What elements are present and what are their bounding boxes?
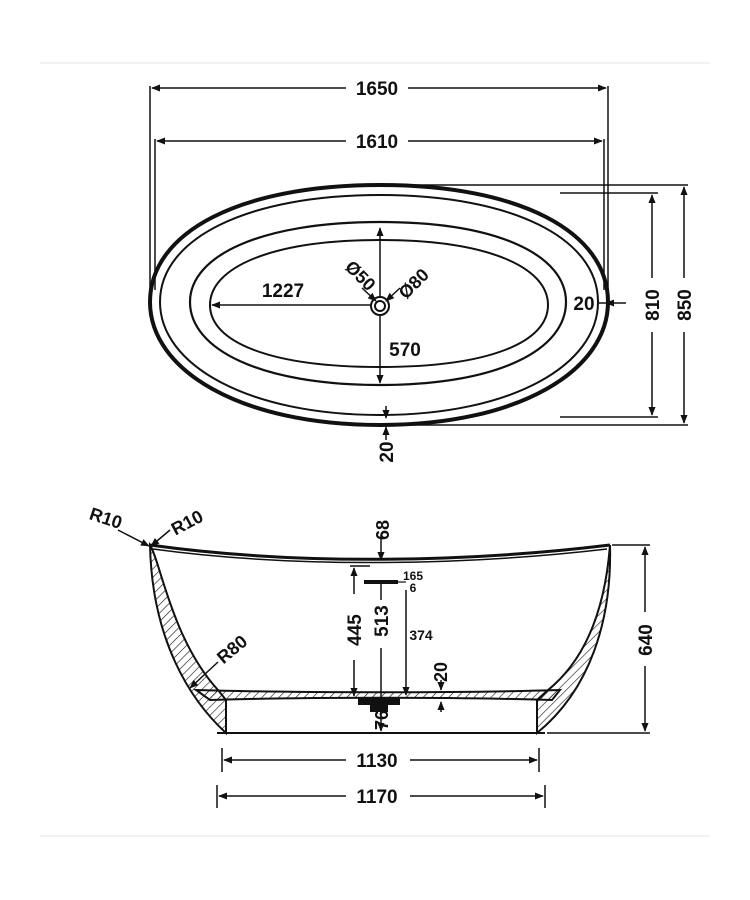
dim-20-side: 20 <box>573 294 594 315</box>
dim-640: 640 <box>636 624 657 656</box>
dim-513: 513 <box>372 605 393 637</box>
dim-850: 850 <box>675 289 696 321</box>
top-view: 1650 1610 850 810 20 20 1227 570 <box>147 79 696 463</box>
side-view: R10 R10 R80 68 165 6 445 513 374 20 76 <box>87 504 657 808</box>
drain-outer <box>370 296 390 316</box>
tub-wall-left <box>148 541 227 736</box>
dim-810: 810 <box>643 289 664 321</box>
dim-68: 68 <box>373 520 393 540</box>
dim-r10-inner: R10 <box>168 506 207 539</box>
dim-165: 165 <box>403 569 423 583</box>
dim-r80: R80 <box>213 631 251 668</box>
dim-6: 6 <box>410 581 417 595</box>
tub-rim-side <box>149 543 611 561</box>
dim-1650: 1650 <box>356 79 398 100</box>
drain-fitting <box>358 697 400 712</box>
dim-445: 445 <box>345 614 366 646</box>
tub-floor <box>192 688 563 702</box>
tub-basin-outer <box>188 220 568 387</box>
overflow-fitting <box>364 580 398 584</box>
dim-374: 374 <box>409 627 433 643</box>
dim-dia-80: Ø80 <box>395 265 433 303</box>
dim-1170: 1170 <box>356 787 397 808</box>
dim-570: 570 <box>389 340 421 361</box>
tub-wall-right <box>536 544 612 736</box>
drain-inner <box>374 300 386 312</box>
dim-1227: 1227 <box>262 281 304 302</box>
dim-1130: 1130 <box>356 751 397 772</box>
dim-20-floor: 20 <box>431 662 451 682</box>
dim-dia-50: Ø50 <box>341 257 379 295</box>
tub-rim-inner-edge <box>158 193 600 417</box>
dim-1610: 1610 <box>356 132 398 153</box>
dim-20-front: 20 <box>377 441 398 462</box>
tub-basin-floor <box>208 238 550 369</box>
dim-r10-outer: R10 <box>87 504 125 533</box>
dim-76: 76 <box>372 710 392 730</box>
